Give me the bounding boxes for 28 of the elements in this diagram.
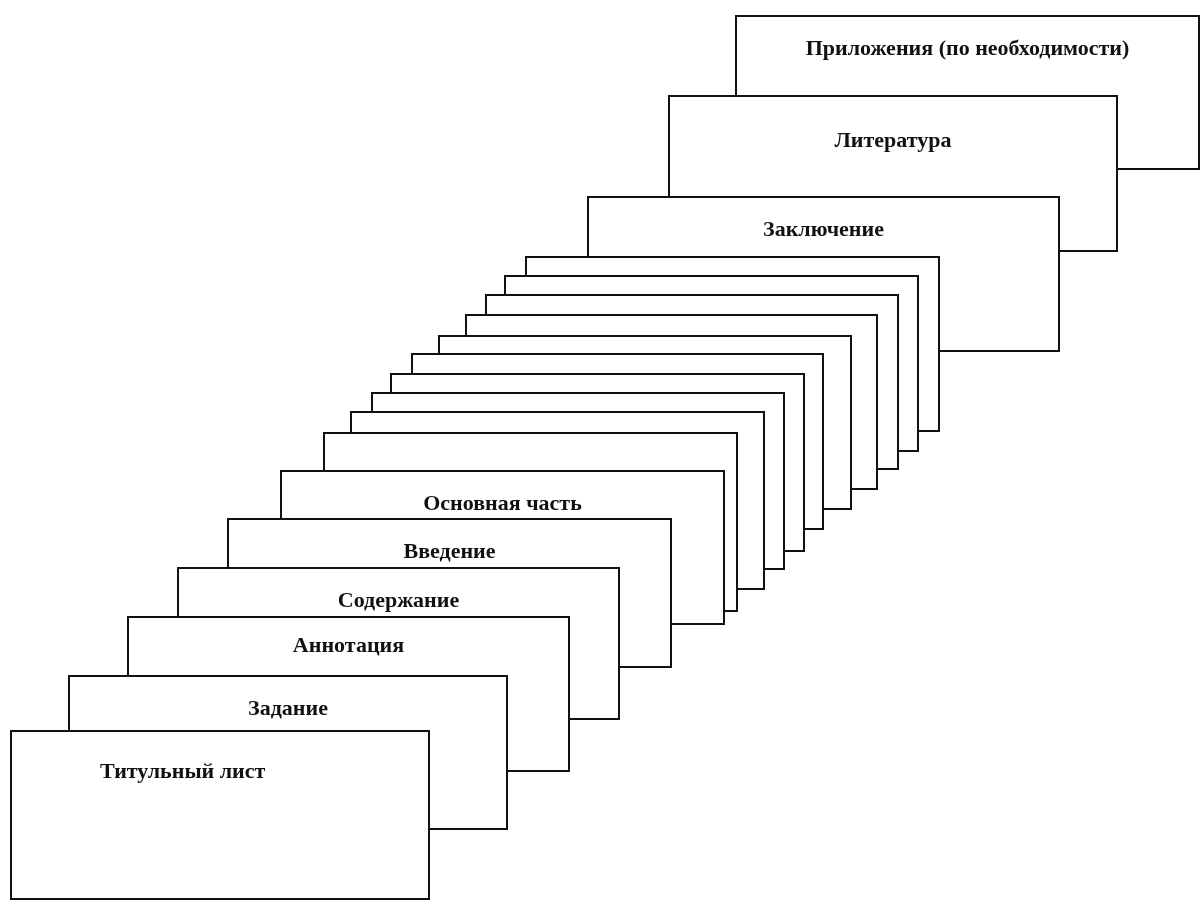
- section-title: Основная часть: [423, 490, 582, 516]
- page-box: [390, 373, 805, 392]
- section-title: Аннотация: [292, 632, 405, 658]
- section-title: Приложения (по необходимости): [805, 35, 1130, 61]
- page-box: [371, 392, 785, 411]
- page-box: [127, 616, 570, 675]
- page-box: [350, 411, 765, 432]
- page-box: [735, 15, 1200, 95]
- page-box: [227, 518, 672, 567]
- section-title: Содержание: [337, 587, 460, 613]
- section-title: Заключение: [763, 216, 884, 242]
- page-box: [177, 567, 620, 616]
- section-title: Литература: [834, 127, 952, 153]
- page-box: [465, 314, 878, 335]
- page-box: [323, 432, 738, 470]
- page-box: [668, 95, 1118, 196]
- page-box: [411, 353, 824, 373]
- page-box: [485, 294, 899, 314]
- page-box: [280, 470, 725, 518]
- page-box: [504, 275, 919, 294]
- section-title: Титульный лист: [100, 758, 266, 784]
- section-title: Задание: [248, 695, 328, 721]
- page-box: [525, 256, 940, 275]
- page-box: [587, 196, 1060, 256]
- page-box: [10, 730, 430, 900]
- section-title: Введение: [403, 538, 496, 564]
- page-box: [68, 675, 508, 730]
- page-box: [438, 335, 852, 353]
